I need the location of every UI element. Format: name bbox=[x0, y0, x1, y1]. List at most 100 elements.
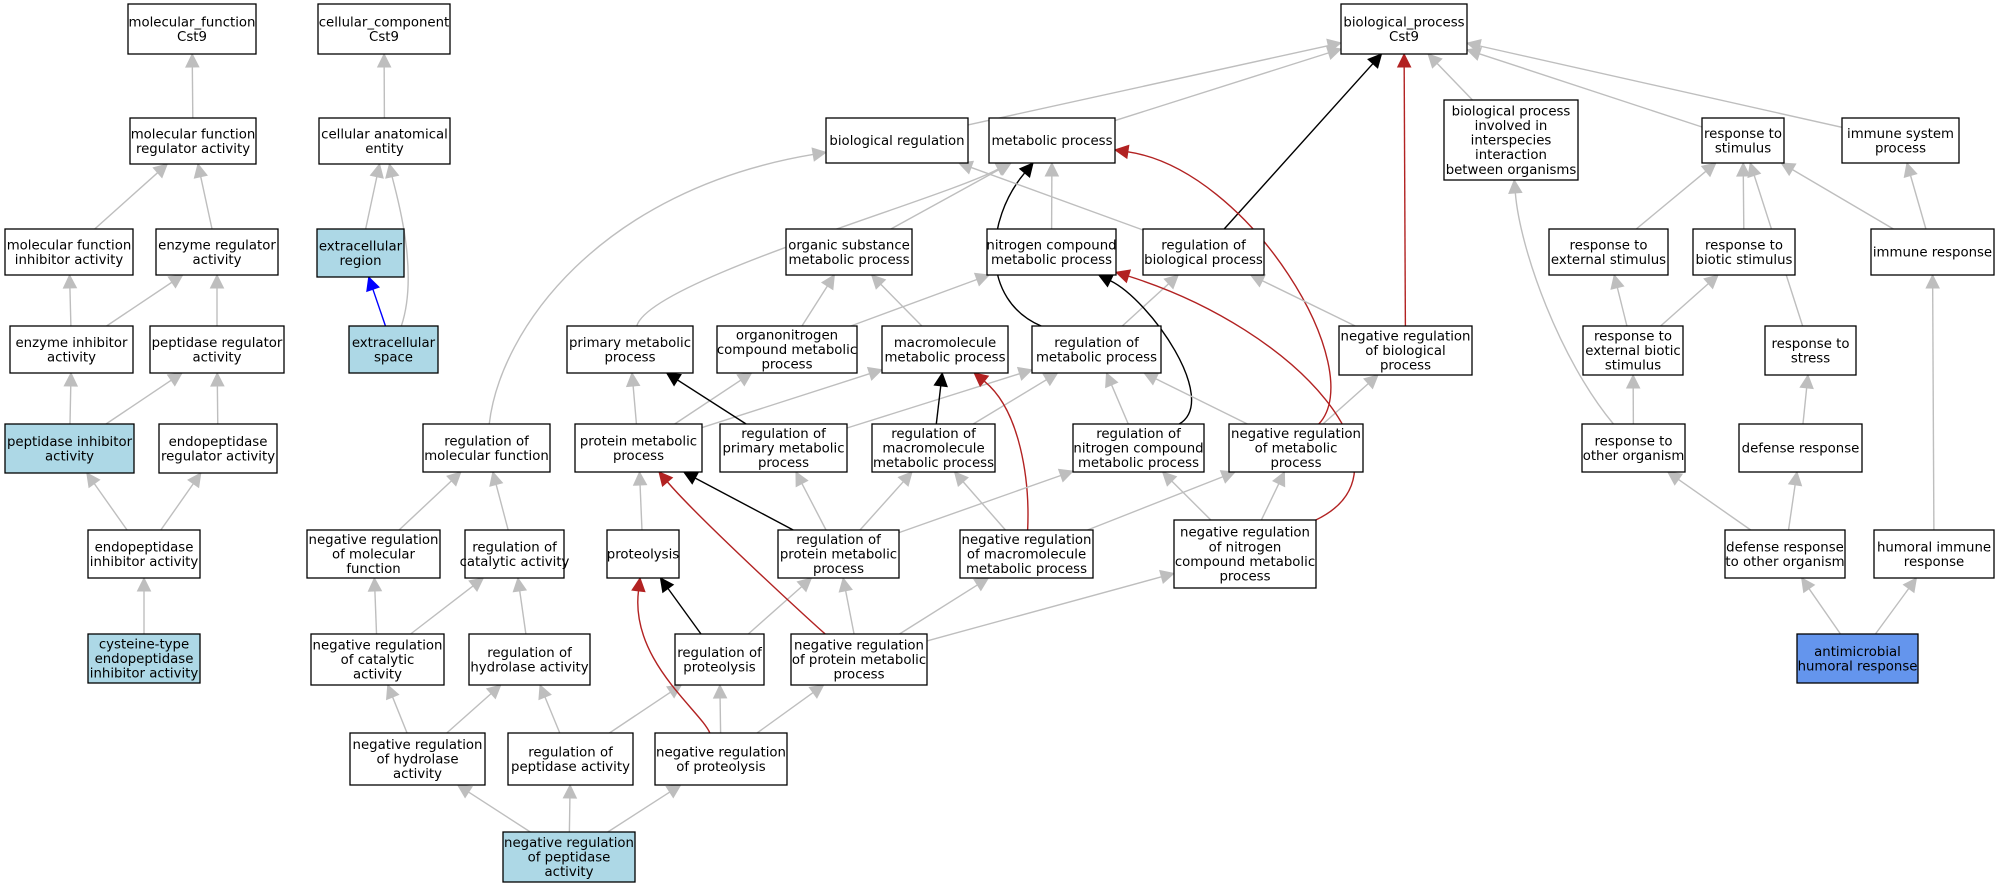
node-label-line: of peptidase bbox=[528, 851, 611, 866]
node-label-line: process bbox=[761, 358, 812, 373]
edge-line bbox=[1678, 478, 1752, 531]
edge-line bbox=[1223, 63, 1374, 230]
node-box bbox=[87, 529, 201, 579]
node-label-line: nitrogen compound bbox=[1073, 442, 1203, 457]
arrowhead bbox=[193, 162, 208, 179]
node-box bbox=[777, 529, 900, 579]
edge-line bbox=[1808, 588, 1842, 635]
node-box bbox=[316, 228, 405, 278]
edge-nrncmp-to-ncmp bbox=[1114, 269, 1356, 521]
node-label-line: activity bbox=[45, 449, 94, 464]
node-label-line: endopeptidase bbox=[95, 540, 194, 555]
edge-line bbox=[667, 588, 702, 635]
edge-nrproteolysis-to-rproteolysis bbox=[712, 683, 728, 734]
go-term-node-breg[interactable]: biological regulation bbox=[825, 117, 969, 164]
node-box bbox=[1701, 117, 1785, 164]
go-term-node-proteolysis[interactable]: proteolysis bbox=[606, 529, 680, 579]
go-term-node-dr[interactable]: defense response bbox=[1738, 423, 1863, 473]
arrowhead bbox=[1105, 371, 1119, 389]
edge-line bbox=[694, 477, 794, 531]
node-label-line: response to bbox=[1595, 434, 1673, 449]
node-label-line: cysteine-type bbox=[99, 638, 189, 653]
edge-es-to-cae bbox=[385, 162, 409, 327]
edge-line bbox=[544, 696, 561, 734]
arrowhead bbox=[1159, 569, 1176, 585]
arrowhead bbox=[1363, 374, 1379, 390]
node-label-line: interaction bbox=[1475, 148, 1547, 163]
go-term-node-ir[interactable]: immune response bbox=[1870, 228, 1995, 276]
edge-nrca-to-rca bbox=[410, 577, 485, 635]
edge-line bbox=[1110, 384, 1129, 425]
arrowhead bbox=[86, 472, 101, 489]
node-label-line: inhibitor activity bbox=[90, 667, 199, 682]
edge-line bbox=[850, 278, 978, 327]
edge-line bbox=[1802, 387, 1808, 425]
arrowhead bbox=[1903, 161, 1918, 178]
edge-rmp-to-rbp bbox=[1121, 274, 1180, 327]
arrowhead bbox=[1325, 46, 1343, 61]
node-box bbox=[1582, 325, 1684, 376]
node-label-line: negative regulation bbox=[656, 745, 786, 760]
node-box bbox=[1072, 423, 1205, 473]
node-box bbox=[1142, 228, 1265, 276]
go-term-node-metp[interactable]: metabolic process bbox=[988, 117, 1116, 164]
edge-nrha-to-nrca bbox=[386, 683, 408, 734]
edge-rprotmp-to-protmp bbox=[682, 471, 794, 531]
arrowhead bbox=[1902, 577, 1918, 594]
arrowhead bbox=[665, 372, 682, 387]
